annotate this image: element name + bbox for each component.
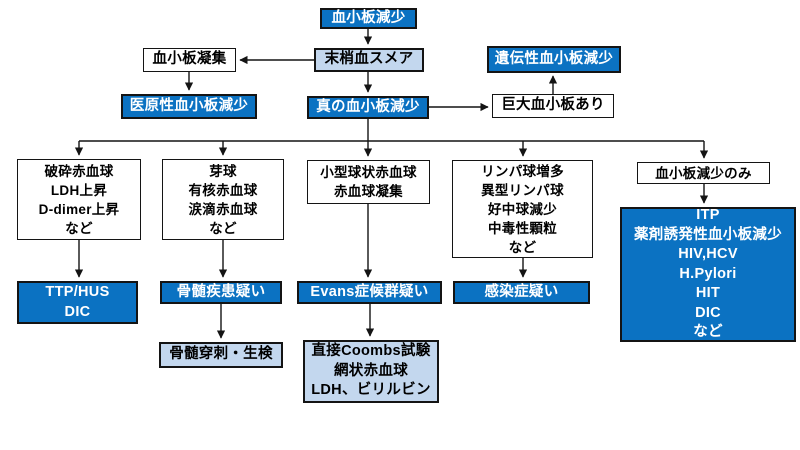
node-spherocytes-findings: 小型球状赤血球 赤血球凝集: [307, 160, 430, 204]
node-giant-platelets: 巨大血小板あり: [492, 94, 614, 118]
node-marrow-aspiration-biopsy: 骨髄穿刺・生検: [159, 342, 283, 368]
node-ttp-hus-dic: TTP/HUS DIC: [17, 281, 138, 324]
node-iatrogenic-thrombocytopenia: 医原性血小板減少: [121, 94, 257, 119]
node-blasts-findings: 芽球 有核赤血球 涙滴赤血球 など: [162, 159, 284, 240]
node-final-differentials: ITP 薬剤誘発性血小板減少 HIV,HCV H.Pylori HIT DIC …: [620, 207, 796, 342]
node-schistocytes-findings: 破砕赤血球 LDH上昇 D-dimer上昇 など: [17, 159, 141, 240]
node-true-thrombocytopenia: 真の血小板減少: [307, 96, 429, 119]
node-peripheral-smear: 末梢血スメア: [314, 48, 424, 72]
node-platelet-decrease: 血小板減少: [320, 8, 417, 29]
node-coombs-workup: 直接Coombs試験 網状赤血球 LDH、ビリルビン: [303, 340, 439, 403]
node-isolated-thrombocytopenia: 血小板減少のみ: [637, 162, 770, 184]
node-platelet-aggregation: 血小板凝集: [143, 48, 236, 72]
node-infection-suspected: 感染症疑い: [453, 281, 590, 304]
node-evans-syndrome-suspected: Evans症候群疑い: [297, 281, 442, 304]
node-lymphocytosis-findings: リンパ球増多 異型リンパ球 好中球減少 中毒性顆粒 など: [452, 160, 593, 258]
branch-bus-line: [79, 119, 704, 142]
node-hereditary-thrombocytopenia: 遺伝性血小板減少: [487, 46, 621, 73]
node-marrow-disease-suspected: 骨髄疾患疑い: [160, 281, 282, 304]
